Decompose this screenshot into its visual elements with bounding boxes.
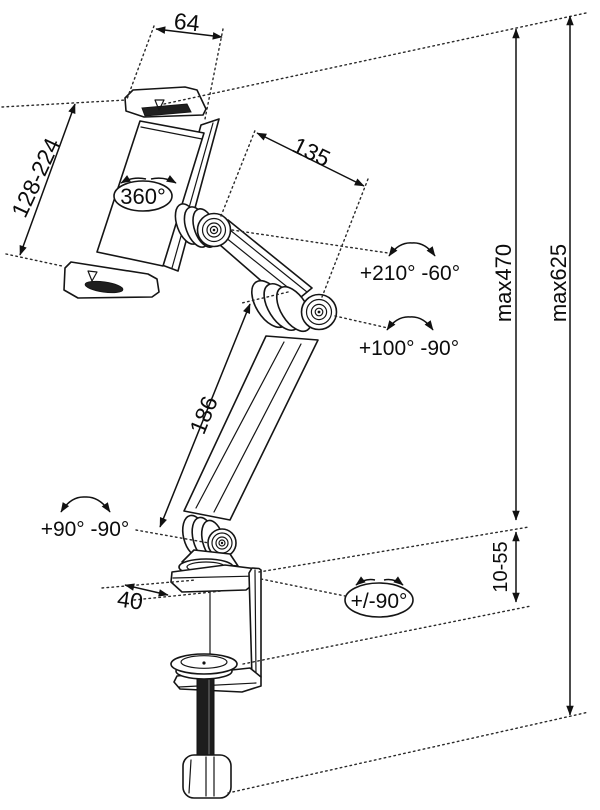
pointer-line — [334, 315, 389, 329]
dim-base-depth: 40 — [101, 579, 223, 615]
label-total-max-height: max625 — [546, 244, 571, 322]
extension-line — [220, 127, 257, 217]
extension-line — [321, 178, 369, 298]
extension-line — [227, 711, 590, 794]
label-bottom-joint-angles: +90° -90° — [41, 518, 130, 541]
pointer-line — [135, 529, 210, 544]
label-base-rotation: +/-90° — [351, 590, 408, 613]
top-joint — [174, 203, 232, 248]
bottom-jaw-slot — [84, 280, 124, 294]
label-arm-max-height: max470 — [491, 244, 516, 322]
extension-line — [204, 28, 224, 120]
extension-line — [163, 12, 587, 105]
label-holder-range: 128-224 — [6, 134, 65, 222]
angle-bottom-joint: +90° -90° — [41, 496, 210, 544]
top-jaw-arrow-mark — [154, 99, 165, 111]
extension-line — [258, 526, 530, 573]
product-drawing — [63, 86, 338, 799]
dim-top-width: 64 — [126, 8, 224, 120]
extension-line — [133, 590, 223, 601]
dim-upper-arm: 135 — [220, 127, 369, 298]
label-rotation-360: 360° — [120, 184, 166, 209]
bottom-jaw-arrow-mark — [87, 270, 98, 282]
dim-clamp-range: 10-55 — [242, 526, 532, 665]
dim-max470: max470 — [163, 12, 587, 521]
angle-middle-joint: +100° -90° — [334, 315, 459, 360]
pointer-line — [260, 578, 346, 597]
extension-line — [1, 99, 127, 108]
extension-line — [126, 25, 155, 100]
angle-upper-joint: +210° -60° — [231, 229, 460, 285]
screw-knob[interactable] — [182, 754, 232, 799]
rotation-360-badge: 360° — [113, 175, 177, 212]
label-base-depth: 40 — [116, 585, 145, 614]
dim-max625: max625 — [227, 15, 590, 794]
pointer-line — [231, 229, 389, 254]
base-rotation-badge: +/-90° — [260, 576, 414, 618]
label-middle-joint-angles: +100° -90° — [359, 337, 459, 360]
label-clamp-range: 10-55 — [490, 541, 512, 592]
threaded-rod — [196, 675, 215, 759]
clamp-screw — [170, 592, 238, 799]
label-upper-arm: 135 — [289, 132, 335, 172]
top-jaw-slot — [141, 103, 192, 117]
label-lower-arm: 186 — [184, 392, 222, 437]
extension-line — [242, 605, 532, 665]
label-upper-joint-angles: +210° -60° — [360, 262, 460, 285]
clamp-bracket — [173, 567, 262, 693]
dimensions: 64 128-224 360° 135 +210° -6 — [1, 8, 590, 794]
extension-line — [5, 253, 63, 267]
label-top-width: 64 — [173, 8, 201, 37]
extension-line — [241, 291, 289, 304]
